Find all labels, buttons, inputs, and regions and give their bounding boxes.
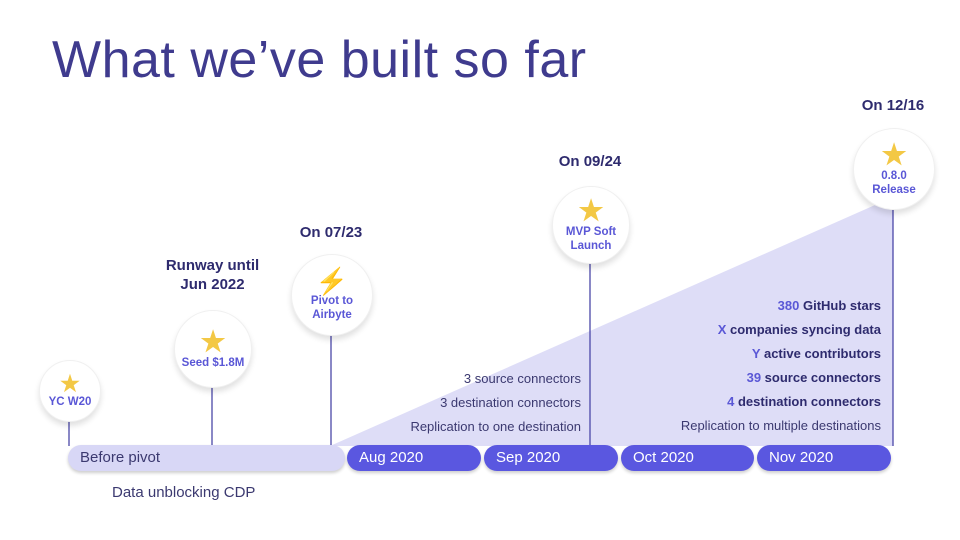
stat-item: X companies syncing data bbox=[600, 318, 881, 342]
stat-text: source connectors bbox=[761, 370, 881, 385]
lightning-icon: ⚡ bbox=[315, 266, 349, 296]
header-line: Jun 2022 bbox=[180, 276, 245, 293]
mvp-stats: 3 source connectors 3 destination connec… bbox=[360, 367, 581, 439]
page-title: What we’ve built so far bbox=[52, 31, 587, 89]
milestone-label: Seed $1.8M bbox=[181, 357, 245, 369]
milestone-label: MVP Soft bbox=[565, 226, 617, 238]
stat-item: 3 source connectors bbox=[463, 371, 581, 386]
star-icon: ★ bbox=[881, 139, 907, 170]
milestone-label: Airbyte bbox=[312, 309, 352, 321]
stat-text: destination connectors bbox=[734, 394, 881, 409]
seed-header: Runway until Jun 2022 bbox=[150, 256, 275, 294]
stat-number: X bbox=[717, 322, 727, 337]
release-header: On 12/16 bbox=[861, 97, 925, 114]
header-line: Runway until bbox=[165, 257, 260, 274]
stat-item: 3 destination connectors bbox=[440, 395, 581, 410]
stat-item: Replication to one destination bbox=[410, 419, 581, 434]
milestone-label: Pivot to bbox=[310, 295, 354, 307]
stat-text: companies syncing data bbox=[726, 322, 881, 337]
period-aug-2020: Aug 2020 bbox=[347, 445, 481, 471]
period-sep-2020: Sep 2020 bbox=[484, 445, 618, 471]
stat-number: Y bbox=[751, 346, 761, 361]
milestone-pivot: ⚡ Pivot to Airbyte bbox=[291, 254, 373, 336]
star-icon: ★ bbox=[200, 326, 226, 357]
period-nov-2020: Nov 2020 bbox=[757, 445, 891, 471]
stat-item: 380 GitHub stars bbox=[600, 294, 881, 318]
stat-number: 39 bbox=[746, 370, 762, 385]
stat-number: 380 bbox=[777, 298, 800, 313]
stat-text: GitHub stars bbox=[799, 298, 881, 313]
stat-item: 4 destination connectors bbox=[600, 390, 881, 414]
stat-text: active contributors bbox=[760, 346, 881, 361]
milestone-label: Release bbox=[872, 184, 916, 196]
milestone-label: YC W20 bbox=[48, 396, 92, 408]
milestone-yc: ★ YC W20 bbox=[39, 360, 101, 422]
release-note: Replication to multiple destinations bbox=[680, 418, 881, 433]
stat-number: 4 bbox=[727, 394, 735, 409]
star-icon: ★ bbox=[578, 195, 604, 226]
stat-item: Y active contributors bbox=[600, 342, 881, 366]
pivot-header: On 07/23 bbox=[299, 224, 363, 241]
milestone-release: ★ 0.8.0 Release bbox=[853, 128, 935, 210]
milestone-mvp: ★ MVP Soft Launch bbox=[552, 186, 630, 264]
milestone-label: 0.8.0 bbox=[881, 170, 907, 182]
period-oct-2020: Oct 2020 bbox=[621, 445, 754, 471]
stat-item: 39 source connectors bbox=[600, 366, 881, 390]
release-stats: 380 GitHub stars X companies syncing dat… bbox=[600, 294, 881, 414]
milestone-label: Launch bbox=[570, 240, 612, 252]
star-icon: ★ bbox=[60, 371, 80, 396]
milestone-seed: ★ Seed $1.8M bbox=[174, 310, 252, 388]
before-pivot-note: Data unblocking CDP bbox=[112, 484, 256, 501]
period-before-pivot: Before pivot bbox=[68, 445, 345, 471]
mvp-header: On 09/24 bbox=[558, 153, 622, 170]
